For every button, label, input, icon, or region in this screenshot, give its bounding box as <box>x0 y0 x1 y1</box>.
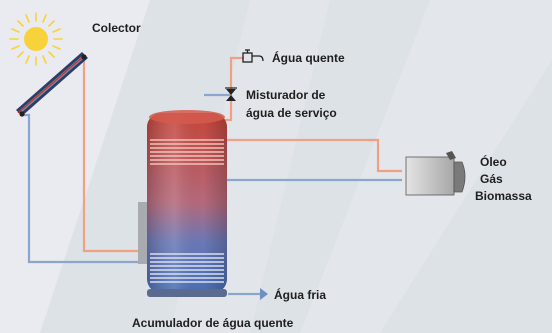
mixer-label-line2: água de serviço <box>246 106 337 120</box>
lower-heat-exchanger-coil <box>150 253 224 283</box>
cold-water-label: Água fria <box>274 288 327 302</box>
boiler-label-biomass: Biomassa <box>475 189 532 203</box>
faucet-icon <box>242 49 264 63</box>
boiler-label-gas: Gás <box>480 172 503 186</box>
upper-heat-exchanger-coil <box>150 139 224 165</box>
hot-water-label: Água quente <box>272 51 345 65</box>
collector-label: Colector <box>92 21 141 35</box>
sun-icon <box>9 12 63 66</box>
boiler-flow-pipe <box>178 138 402 173</box>
mixing-valve-icon <box>225 87 237 101</box>
tank-label: Acumulador de água quente <box>132 316 294 330</box>
cold-water-arrow-icon <box>260 288 268 300</box>
collector-panel-icon <box>16 52 88 117</box>
boiler-icon <box>405 151 466 196</box>
background-light-band <box>0 0 150 333</box>
boiler-label-oil: Óleo <box>480 155 507 169</box>
mixer-label-line1: Misturador de <box>246 88 326 102</box>
collector-return-pipe <box>24 113 147 264</box>
storage-tank <box>147 110 227 297</box>
collector-flow-pipe <box>82 57 147 253</box>
tank-base <box>147 289 227 297</box>
